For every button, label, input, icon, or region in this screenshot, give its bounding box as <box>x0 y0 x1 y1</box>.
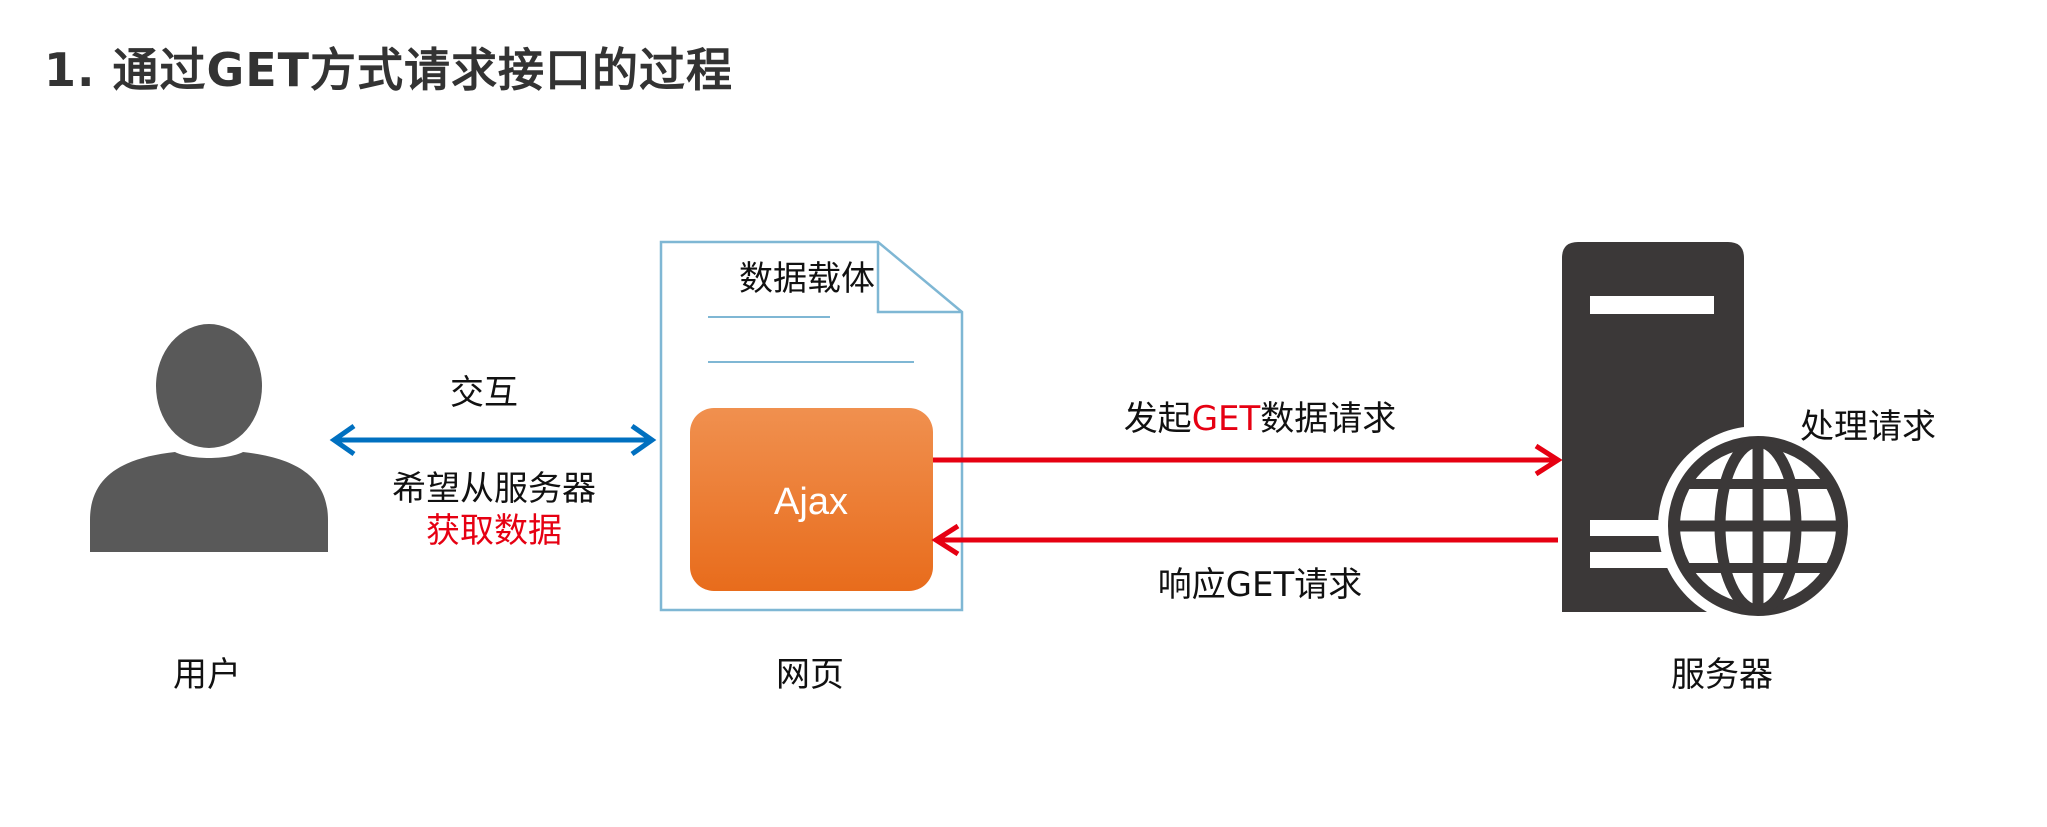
ajax-box <box>690 408 933 591</box>
ajax-label: Ajax <box>774 481 848 523</box>
doc-label: 数据载体 <box>739 259 875 299</box>
user-icon <box>90 324 328 552</box>
response-label: 响应GET请求 <box>1158 565 1363 605</box>
webpage-label: 网页 <box>776 655 844 695</box>
interaction-arrow <box>329 423 657 457</box>
request-arrow <box>933 443 1563 477</box>
page-title: 1. 通过GET方式请求接口的过程 <box>44 43 734 97</box>
wish-line2: 获取数据 <box>426 511 562 551</box>
request-label: 发起GET数据请求 <box>1124 399 1397 439</box>
request-method: GET <box>1192 399 1261 439</box>
user-label: 用户 <box>173 655 241 695</box>
globe-icon <box>1658 426 1858 626</box>
process-label: 处理请求 <box>1800 407 1936 447</box>
server-label: 服务器 <box>1671 655 1773 695</box>
interaction-label: 交互 <box>450 373 518 413</box>
wish-line1: 希望从服务器 <box>392 469 596 509</box>
request-suffix: 数据请求 <box>1260 399 1396 439</box>
request-prefix: 发起 <box>1124 399 1192 439</box>
response-arrow <box>931 523 1558 557</box>
